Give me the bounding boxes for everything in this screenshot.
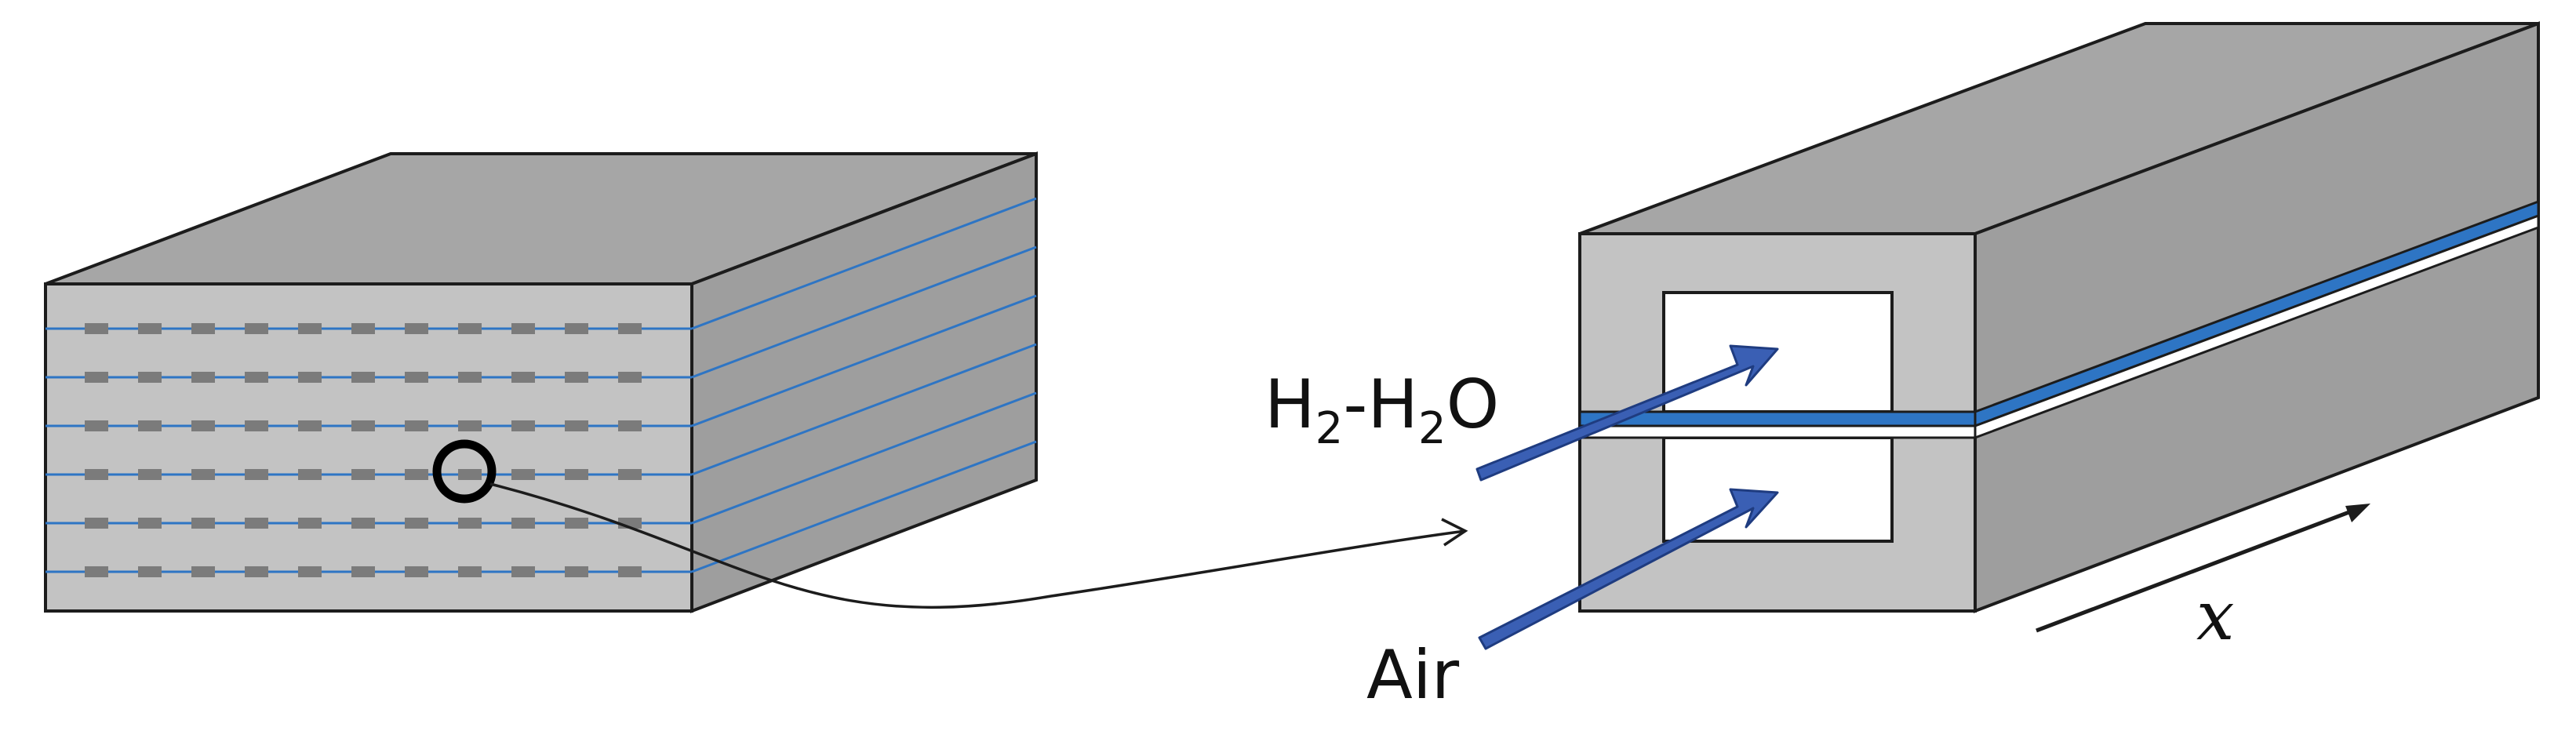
stack-interconnect-segment <box>351 518 375 529</box>
stack-interconnect-segment <box>511 469 535 480</box>
stack-interconnect-segment <box>351 420 375 431</box>
stack-front-face <box>44 282 693 613</box>
stack-interconnect-segment <box>191 420 215 431</box>
fuel-label-mid: -H <box>1343 366 1418 444</box>
stack-interconnect-segment <box>298 566 322 577</box>
stack-interconnect-segment <box>245 469 268 480</box>
electrode-layer-front <box>1578 424 1977 439</box>
stack-interconnect-segment <box>298 420 322 431</box>
stack-row-side-line <box>691 343 1037 476</box>
stack-interconnect-segment <box>138 420 162 431</box>
stack-interconnect-segment <box>85 518 108 529</box>
stack-interconnect-segment <box>618 372 642 383</box>
air-inflow-arrow <box>1478 488 1779 650</box>
stack-interconnect-segment <box>85 566 108 577</box>
stack-interconnect-segment <box>191 566 215 577</box>
stack-interconnect-segment <box>405 372 428 383</box>
air-label: Air <box>1366 636 1460 715</box>
stack-interconnect-segment <box>351 469 375 480</box>
stack-interconnect-segment <box>565 372 588 383</box>
stack-interconnect-segment <box>511 518 535 529</box>
stack-interconnect-segment <box>618 420 642 431</box>
stack-interconnect-segment <box>138 469 162 480</box>
stack-interconnect-segment <box>245 372 268 383</box>
stack-interconnect-segment <box>85 469 108 480</box>
x-direction-arrowhead <box>2345 504 2370 522</box>
stack-interconnect-segment <box>138 323 162 334</box>
stack-interconnect-segment <box>191 372 215 383</box>
stack-interconnect-segment <box>565 323 588 334</box>
stack-interconnect-segment <box>85 323 108 334</box>
stack-interconnect-segment <box>191 323 215 334</box>
fuel-label: H2-H2O <box>1264 366 1499 454</box>
stack-interconnect-segment <box>458 323 482 334</box>
stack-interconnect-segment <box>565 420 588 431</box>
stack-interconnect-segment <box>298 518 322 529</box>
stack-interconnect-segment <box>458 469 482 480</box>
x-direction-arrow-line <box>2036 508 2354 633</box>
stack-interconnect-segment <box>245 420 268 431</box>
electrode-layer-side <box>1974 213 2540 440</box>
single-cell <box>1578 21 2540 613</box>
stack-interconnect-segment <box>511 372 535 383</box>
fuel-label-h: H <box>1264 366 1315 444</box>
stack-interconnect-segment <box>565 469 588 480</box>
stack-interconnect-segment <box>298 323 322 334</box>
stack-interconnect-segment <box>618 323 642 334</box>
stack-interconnect-segment <box>138 566 162 577</box>
fuel-label-o: O <box>1446 366 1500 444</box>
stack-interconnect-segment <box>405 420 428 431</box>
stack-interconnect-segment <box>245 518 268 529</box>
stack-interconnect-segment <box>138 372 162 383</box>
stack-interconnect-segment <box>458 372 482 383</box>
fuel-channel <box>1662 291 1894 413</box>
stack-interconnect-segment <box>618 469 642 480</box>
zoom-pointer-arrow <box>489 482 1466 609</box>
stack-interconnect-segment <box>458 518 482 529</box>
stack-interconnect-segment <box>405 323 428 334</box>
magnified-cell-marker <box>432 439 497 504</box>
stack-interconnect-segment <box>565 566 588 577</box>
stack-interconnect-segment <box>405 469 428 480</box>
fuel-inflow-arrow <box>1475 344 1779 482</box>
stack-interconnect-segment <box>565 518 588 529</box>
stack-row-side-line <box>691 391 1037 525</box>
stack-row-side-line <box>691 245 1037 379</box>
stack-interconnect-segment <box>351 323 375 334</box>
stack-interconnect-segment <box>351 372 375 383</box>
stack-interconnect-segment <box>511 566 535 577</box>
stack-interconnect-segment <box>511 420 535 431</box>
stack-interconnect-segment <box>298 469 322 480</box>
fuel-label-sub2: 2 <box>1418 403 1446 454</box>
stack-row-side-line <box>691 294 1037 427</box>
stack-interconnect-segment <box>138 518 162 529</box>
stack-cell-rows <box>45 197 1037 577</box>
fuel-cell-stack <box>44 151 1038 613</box>
stack-row-side-line <box>691 440 1037 573</box>
stack-interconnect-segment <box>405 566 428 577</box>
fuel-label-sub1: 2 <box>1315 403 1344 454</box>
stack-interconnect-segment <box>85 372 108 383</box>
stack-interconnect-segment <box>351 566 375 577</box>
stack-row-side-line <box>691 197 1037 330</box>
zoom-pointer-arrowhead <box>1441 518 1468 547</box>
stack-interconnect-segment <box>191 518 215 529</box>
stack-interconnect-segment <box>618 566 642 577</box>
x-axis-label: x <box>2196 577 2235 656</box>
stack-interconnect-segment <box>405 518 428 529</box>
stack-interconnect-segment <box>245 323 268 334</box>
stack-interconnect-segment <box>511 323 535 334</box>
stack-interconnect-segment <box>298 372 322 383</box>
stack-interconnect-segment <box>191 469 215 480</box>
stack-interconnect-segment <box>458 566 482 577</box>
stack-interconnect-segment <box>245 566 268 577</box>
stack-interconnect-segment <box>85 420 108 431</box>
stack-interconnect-segment <box>458 420 482 431</box>
